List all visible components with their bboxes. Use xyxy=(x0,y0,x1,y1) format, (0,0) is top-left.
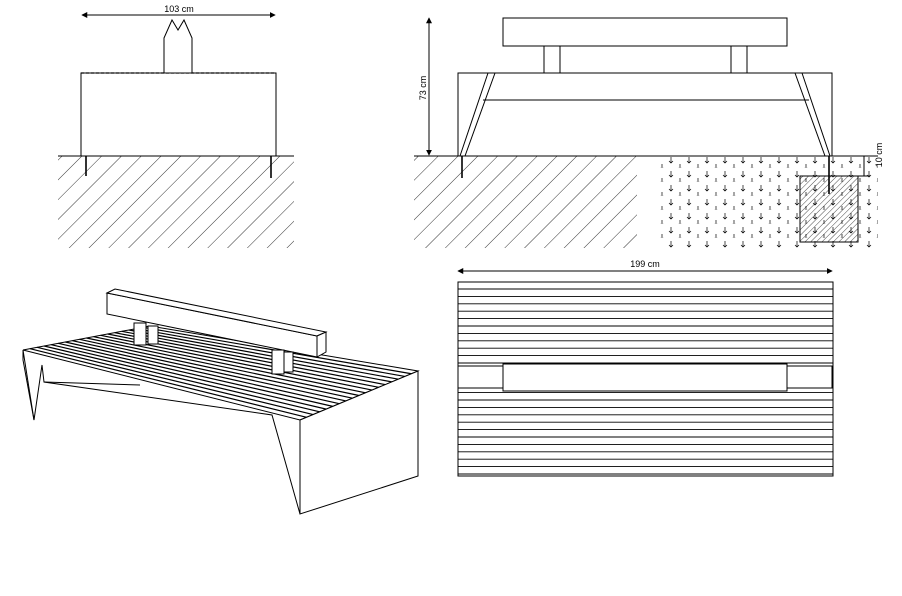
side-view: 103 cm xyxy=(58,4,294,248)
side-backrest xyxy=(163,18,193,74)
perspective-slats xyxy=(29,326,412,418)
perspective-view xyxy=(22,288,420,515)
perspective-slat-line xyxy=(79,338,353,399)
perspective-slat-line xyxy=(135,328,405,378)
perspective-slat-line xyxy=(29,348,307,418)
front-leg-left xyxy=(464,72,496,157)
perspective-slat-line xyxy=(93,336,366,394)
ground-hatch-front xyxy=(414,156,637,248)
front-body xyxy=(457,72,833,157)
perspective-inner-edge xyxy=(43,381,141,386)
perspective-slat-line xyxy=(65,341,340,405)
perspective-backrest-end xyxy=(316,331,327,358)
perspective-slat-line xyxy=(128,329,399,380)
perspective-slat-line xyxy=(44,345,320,413)
perspective-slat-line xyxy=(72,340,347,402)
width-dimension-label: 103 cm xyxy=(164,4,194,14)
perspective-bracket-mid xyxy=(147,325,159,345)
plan-view: 199 cm xyxy=(457,259,834,477)
perspective-bracket-right-2 xyxy=(283,351,294,373)
perspective-slat-line xyxy=(121,330,392,383)
height-dimension-label: 73 cm xyxy=(418,76,428,101)
front-view: 73 cm 10 cm xyxy=(414,17,884,248)
front-leg-left-inner xyxy=(459,72,489,157)
perspective-bracket-left xyxy=(133,322,147,346)
ground-hatch-left xyxy=(58,156,294,248)
perspective-front-face xyxy=(299,370,419,515)
perspective-slat-line xyxy=(51,344,327,410)
depth-dimension-label: 10 cm xyxy=(874,143,884,168)
length-dimension-label: 199 cm xyxy=(630,259,660,269)
perspective-slat-line xyxy=(86,337,360,397)
front-backrest xyxy=(502,17,788,47)
front-bracket-right xyxy=(730,45,748,74)
front-bracket-left xyxy=(543,45,561,74)
side-body xyxy=(80,72,277,157)
front-leg-right xyxy=(794,72,826,157)
perspective-slat-line xyxy=(114,332,386,386)
plan-bracket-right xyxy=(786,365,833,389)
perspective-slat-line xyxy=(36,346,314,416)
perspective-left-leg xyxy=(22,350,35,421)
perspective-bracket-right xyxy=(271,349,285,375)
front-leg-right-inner xyxy=(801,72,831,157)
plan-backrest xyxy=(502,363,788,392)
plan-bracket-left xyxy=(457,365,504,389)
perspective-slat-line xyxy=(58,342,333,407)
